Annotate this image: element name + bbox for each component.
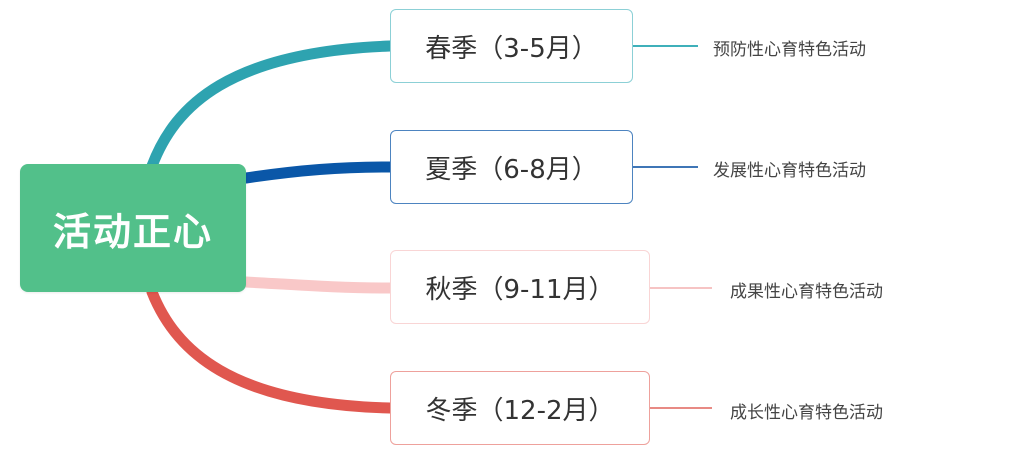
branch-node-summer[interactable]: 夏季（6-8月） xyxy=(390,130,633,204)
branch-node-spring[interactable]: 春季（3-5月） xyxy=(390,9,633,83)
leaf-label-autumn: 成果性心育特色活动 xyxy=(730,282,883,302)
branch-label-autumn: 秋季（9-11月） xyxy=(425,274,615,305)
connector-winter xyxy=(146,286,396,414)
leaf-label-winter: 成长性心育特色活动 xyxy=(730,403,883,423)
connector-spring xyxy=(146,40,396,172)
branch-node-autumn[interactable]: 秋季（9-11月） xyxy=(390,250,650,324)
root-node[interactable]: 活动正心 xyxy=(20,164,246,292)
branch-label-summer: 夏季（6-8月） xyxy=(425,154,598,185)
leaf-label-summer: 发展性心育特色活动 xyxy=(713,161,866,181)
connector-summer xyxy=(240,161,396,184)
connector-autumn xyxy=(240,276,396,294)
root-label: 活动正心 xyxy=(52,209,213,254)
branch-node-winter[interactable]: 冬季（12-2月） xyxy=(390,371,650,445)
branch-label-spring: 春季（3-5月） xyxy=(425,33,598,64)
branch-label-winter: 冬季（12-2月） xyxy=(425,395,615,426)
leaf-label-spring: 预防性心育特色活动 xyxy=(713,40,866,60)
